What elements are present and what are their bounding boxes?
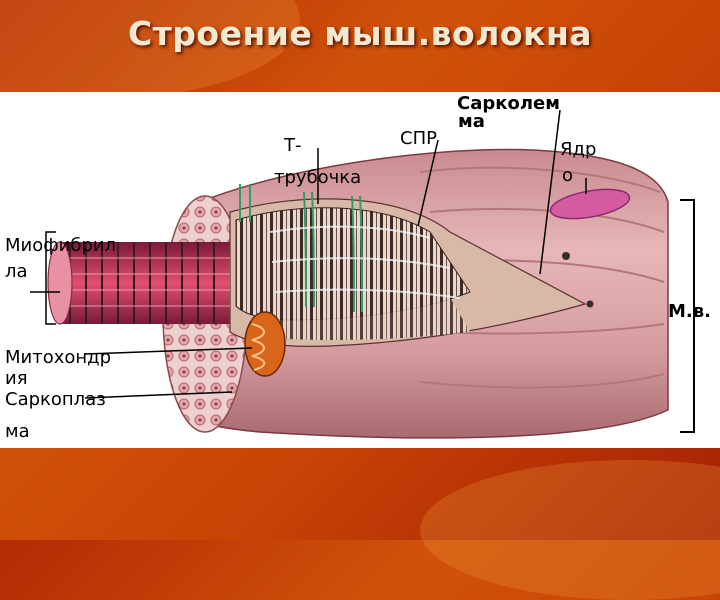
mv-label: М.в. (668, 301, 711, 322)
sarcoplasm-label-line2: ма (5, 421, 30, 442)
myofibril-label-line1: Миофибрил (5, 235, 117, 256)
sarcolemma-label-line1: Сарколем (457, 93, 560, 114)
diagram-panel: Сарколем ма СПР Т- трубочка Ядр о Миофиб… (0, 92, 720, 448)
spr-network (269, 225, 461, 299)
background-streak (420, 460, 720, 600)
mitochondria-label-line1: Митохондр (5, 347, 112, 368)
nucleus-spot (586, 300, 594, 308)
nucleus-label-line2: о (562, 165, 574, 186)
t-tubule-label-line1: Т- (284, 135, 302, 156)
spr-label: СПР (400, 128, 437, 149)
nucleus-spot (562, 252, 570, 260)
muscle-fiber-illustration (30, 109, 695, 439)
nucleus-shape (549, 188, 631, 220)
leader-lines (30, 109, 587, 399)
t-tubule-label-line2: трубочка (274, 167, 362, 188)
myofibril-cylinder (47, 241, 230, 325)
mv-bracket (680, 199, 695, 433)
sarcolemma-label-line2: ма (458, 111, 485, 132)
myofibril-bracket (45, 231, 56, 325)
myofibril-label-line2: ла (5, 261, 28, 282)
mitochondrion-shape (244, 311, 286, 377)
mitochondria-label-line2: ия (5, 368, 28, 389)
sarcoplasm-label-line1: Саркоплаз (5, 389, 106, 410)
nucleus-label-line1: Ядр (560, 139, 597, 160)
slide-title: Строение мыш.волокна (127, 14, 593, 53)
t-tubule-line (239, 184, 363, 313)
